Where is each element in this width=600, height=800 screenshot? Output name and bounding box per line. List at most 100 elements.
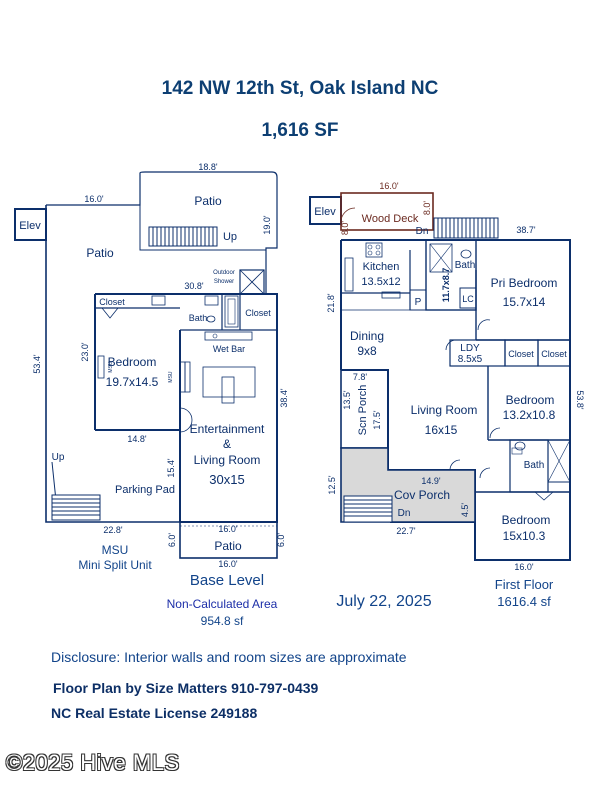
label-ldy-size: 8.5x5 <box>458 354 483 365</box>
label-pri-bedroom: Pri Bedroom <box>491 276 558 290</box>
dim: 30.8' <box>184 281 204 291</box>
dim: 21.8' <box>326 293 336 313</box>
dim: 17.5' <box>372 410 382 430</box>
first-floor-dims: 16.0' 8.0' 8.0' 38.7' 11.7x8.7 21.8' 7.8… <box>326 181 585 572</box>
dim: 4.5' <box>460 503 470 518</box>
base-level-title: Base Level <box>189 572 265 589</box>
label-lc: LC <box>462 294 474 304</box>
label-patio-left: Patio <box>86 246 114 260</box>
label-bedroom2: Bedroom <box>506 393 555 407</box>
label-living: Living Room <box>411 403 478 417</box>
wood-deck <box>340 192 434 231</box>
dim: 16.0' <box>218 559 238 569</box>
dim: 22.8' <box>103 525 123 535</box>
base-stairs-bottom <box>51 461 101 521</box>
address-title: 142 NW 12th St, Oak Island NC <box>161 78 439 99</box>
label-bedroom3: Bedroom <box>502 513 551 527</box>
label-kitchen: Kitchen <box>363 261 400 273</box>
dim: 22.7' <box>396 526 416 536</box>
base-level-dims: 18.8' 16.0' 19.0' 30.8' 23.0' 53.4' 38.4… <box>32 162 289 569</box>
label-elev: Elev <box>19 220 41 232</box>
label-dining-size: 9x8 <box>357 344 377 358</box>
label-patio-bottom: Patio <box>214 539 242 553</box>
base-area-note: Non-Calculated Area <box>166 597 278 611</box>
base-patio-bottom <box>179 521 278 559</box>
floor-plan-diagram: Patio Patio Outdoor Shower Closet Bath C… <box>14 162 585 572</box>
label-cov-porch: Cov Porch <box>394 488 450 502</box>
base-level-labels: Patio Patio Outdoor Shower Closet Bath C… <box>19 194 271 553</box>
dim: 12.5' <box>327 475 337 495</box>
label-outdoor-shower2: Shower <box>214 279 234 285</box>
label-dn2: Dn <box>398 508 411 519</box>
dim: 14.9' <box>421 476 441 486</box>
label-ent1: Entertainment <box>190 422 265 436</box>
label-parking: Parking Pad <box>115 484 175 496</box>
label-up1: Up <box>223 231 237 243</box>
label-elev: Elev <box>314 206 336 218</box>
label-pantry: P <box>415 297 422 308</box>
label-bedroom2-size: 13.2x10.8 <box>503 408 556 422</box>
label-ent2: & <box>223 437 231 451</box>
dim: 6.0' <box>276 533 286 548</box>
label-patio-top: Patio <box>194 194 222 208</box>
dim: 8.0' <box>340 221 350 236</box>
msu-note: MSU <box>101 543 129 557</box>
label-bedroom3-size: 15x10.3 <box>503 529 546 543</box>
label-bedroom-size: 19.7x14.5 <box>106 375 159 389</box>
label-bath-pri: Bath <box>455 260 476 271</box>
label-kitchen-size: 13.5x12 <box>361 276 400 288</box>
watermark: ©2025 Hive MLS <box>6 750 180 775</box>
dim: 15.4' <box>166 458 176 478</box>
disclosure-text: Disclosure: Interior walls and room size… <box>51 649 407 665</box>
dim: 53.8' <box>575 390 585 410</box>
dim: 23.0' <box>80 342 90 362</box>
label-wet-bar: Wet Bar <box>213 344 245 354</box>
label-bath2: Bath <box>524 460 545 471</box>
label-closet-right: Closet <box>245 308 271 318</box>
label-closet-left: Closet <box>99 297 125 307</box>
label-msu2: MSU <box>108 361 114 373</box>
label-ldy: LDY <box>460 343 480 354</box>
dim: 7.8' <box>353 372 368 382</box>
label-wood-deck: Wood Deck <box>362 213 419 225</box>
label-dining: Dining <box>350 329 384 343</box>
dim: 16.0' <box>514 562 534 572</box>
first-floor-area: 1616.4 sf <box>497 594 551 609</box>
dim: 11.7x8.7 <box>441 268 451 303</box>
dim: 8.0' <box>422 201 432 216</box>
label-outdoor-shower: Outdoor <box>213 270 235 276</box>
dim: 53.4' <box>32 354 42 374</box>
first-floor-labels: Elev Wood Deck Dn Kitchen 13.5x12 P Bath… <box>314 206 567 543</box>
base-level-plan <box>14 171 278 559</box>
dim: 38.7' <box>516 225 536 235</box>
dim: 14.8' <box>127 434 147 444</box>
label-msu1: MSU <box>168 371 174 383</box>
dim: 16.0' <box>218 524 238 534</box>
label-bath: Bath <box>189 313 208 323</box>
total-sf: 1,616 SF <box>261 120 339 141</box>
first-floor-title: First Floor <box>494 577 554 592</box>
label-bedroom: Bedroom <box>108 355 157 369</box>
dim: 16.0' <box>84 194 104 204</box>
label-dn1: Dn <box>416 226 429 237</box>
dim: 6.0' <box>167 533 177 548</box>
dim: 19.0' <box>262 215 272 235</box>
base-stairs-top <box>148 226 218 247</box>
base-area-value: 954.8 sf <box>200 614 244 628</box>
label-ent3: Living Room <box>194 453 261 467</box>
label-living-size: 16x15 <box>425 423 458 437</box>
credit-line-2: NC Real Estate License 249188 <box>51 705 258 721</box>
label-pri-size: 15.7x14 <box>503 295 546 309</box>
credit-line-1: Floor Plan by Size Matters 910-797-0439 <box>53 680 319 696</box>
dim: 18.8' <box>198 162 218 172</box>
msu-desc: Mini Split Unit <box>78 558 152 572</box>
label-scn-porch: Scn Porch <box>357 385 369 436</box>
dim: 13.5' <box>342 390 352 410</box>
plan-date: July 22, 2025 <box>336 593 432 610</box>
label-up2: Up <box>52 452 65 463</box>
label-ent-size: 30x15 <box>209 472 244 487</box>
dim: 38.4' <box>279 388 289 408</box>
label-closet1: Closet <box>508 349 534 359</box>
first-floor-plan <box>309 192 571 561</box>
dim: 16.0' <box>379 181 399 191</box>
